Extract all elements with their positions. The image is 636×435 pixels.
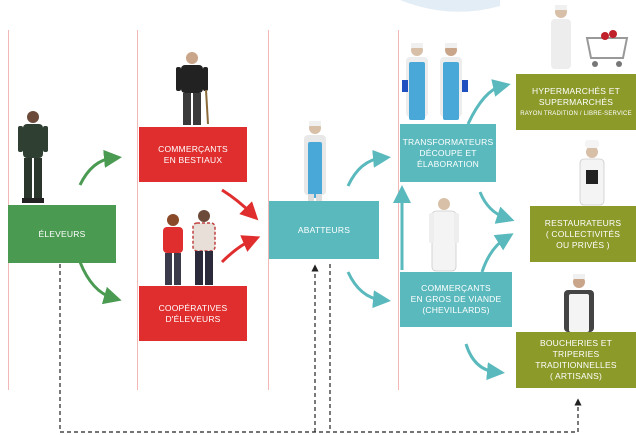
box-eleveurs: ÉLEVEURS bbox=[8, 205, 116, 263]
box-label: ABATTEURS bbox=[297, 224, 351, 235]
chef-icon bbox=[579, 140, 605, 206]
box-label: HYPERMARCHÉS ET SUPERMARCHÉS bbox=[531, 86, 620, 107]
wholesaler-icon bbox=[429, 198, 459, 272]
box-abatteurs: ABATTEURS bbox=[269, 201, 379, 259]
butcher-icon bbox=[564, 274, 594, 332]
box-commercants-gros: COMMERÇANTS EN GROS DE VIANDE (CHEVILLAR… bbox=[400, 272, 512, 327]
box-restaurateurs: RESTAURATEURS ( COLLECTIVITÉS OU PRIVÉS … bbox=[530, 206, 636, 262]
arrow-commercants-gros-to-restaurateurs bbox=[480, 233, 514, 273]
arrow-eleveurs-to-cooperatives bbox=[78, 261, 122, 305]
box-label: ÉLEVEURS bbox=[38, 228, 86, 239]
box-hypermarches: HYPERMARCHÉS ET SUPERMARCHÉS RAYON TRADI… bbox=[516, 74, 636, 130]
box-boucheries: BOUCHERIES ET TRIPERIES TRADITIONNELLES … bbox=[516, 332, 636, 388]
box-sublabel: RAYON TRADITION / LIBRE-SERVICE bbox=[520, 111, 632, 117]
box-label: BOUCHERIES ET TRIPERIES TRADITIONNELLES … bbox=[535, 338, 617, 381]
column-divider bbox=[398, 30, 399, 390]
arrow-commercants-to-abatteurs bbox=[221, 188, 259, 221]
farmer-icon bbox=[18, 111, 48, 203]
arrow-transformateurs-to-restaurateurs bbox=[478, 191, 515, 224]
box-label: RESTAURATEURS ( COLLECTIVITÉS OU PRIVÉS … bbox=[544, 217, 622, 250]
column-divider bbox=[268, 30, 269, 390]
arrow-cooperatives-to-abatteurs bbox=[220, 235, 261, 264]
box-transformateurs: TRANSFORMATEURS DÉCOUPE ET ÉLABORATION bbox=[400, 124, 496, 182]
dashed-route-line bbox=[59, 264, 582, 433]
cooperative-woman-icon bbox=[163, 214, 183, 285]
box-label: TRANSFORMATEURS DÉCOUPE ET ÉLABORATION bbox=[402, 136, 494, 169]
box-cooperatives: COOPÉRATIVES D'ÉLEVEURS bbox=[139, 286, 247, 341]
cooperative-man-icon bbox=[192, 210, 216, 285]
arrow-eleveurs-to-commercants bbox=[78, 149, 122, 186]
column-divider bbox=[137, 30, 138, 390]
box-label: COOPÉRATIVES D'ÉLEVEURS bbox=[158, 302, 228, 324]
arrow-abatteurs-to-transformateurs bbox=[346, 149, 391, 187]
arrow-transformateurs-to-hypermarches bbox=[466, 79, 511, 125]
box-label: COMMERÇANTS EN BESTIAUX bbox=[158, 143, 228, 165]
arrow-commercants-gros-to-boucheries bbox=[464, 343, 505, 381]
box-commercants-bestiaux: COMMERÇANTS EN BESTIAUX bbox=[139, 127, 247, 182]
cattle-dealer-icon bbox=[176, 52, 209, 125]
processors-icon bbox=[402, 43, 468, 120]
decorative-shape bbox=[400, 0, 500, 12]
box-label: COMMERÇANTS EN GROS DE VIANDE (CHEVILLAR… bbox=[410, 283, 502, 315]
slaughterer-icon bbox=[304, 121, 326, 201]
arrow-abatteurs-to-commercants-gros bbox=[346, 271, 391, 309]
shopper-cart-icon bbox=[551, 5, 629, 69]
